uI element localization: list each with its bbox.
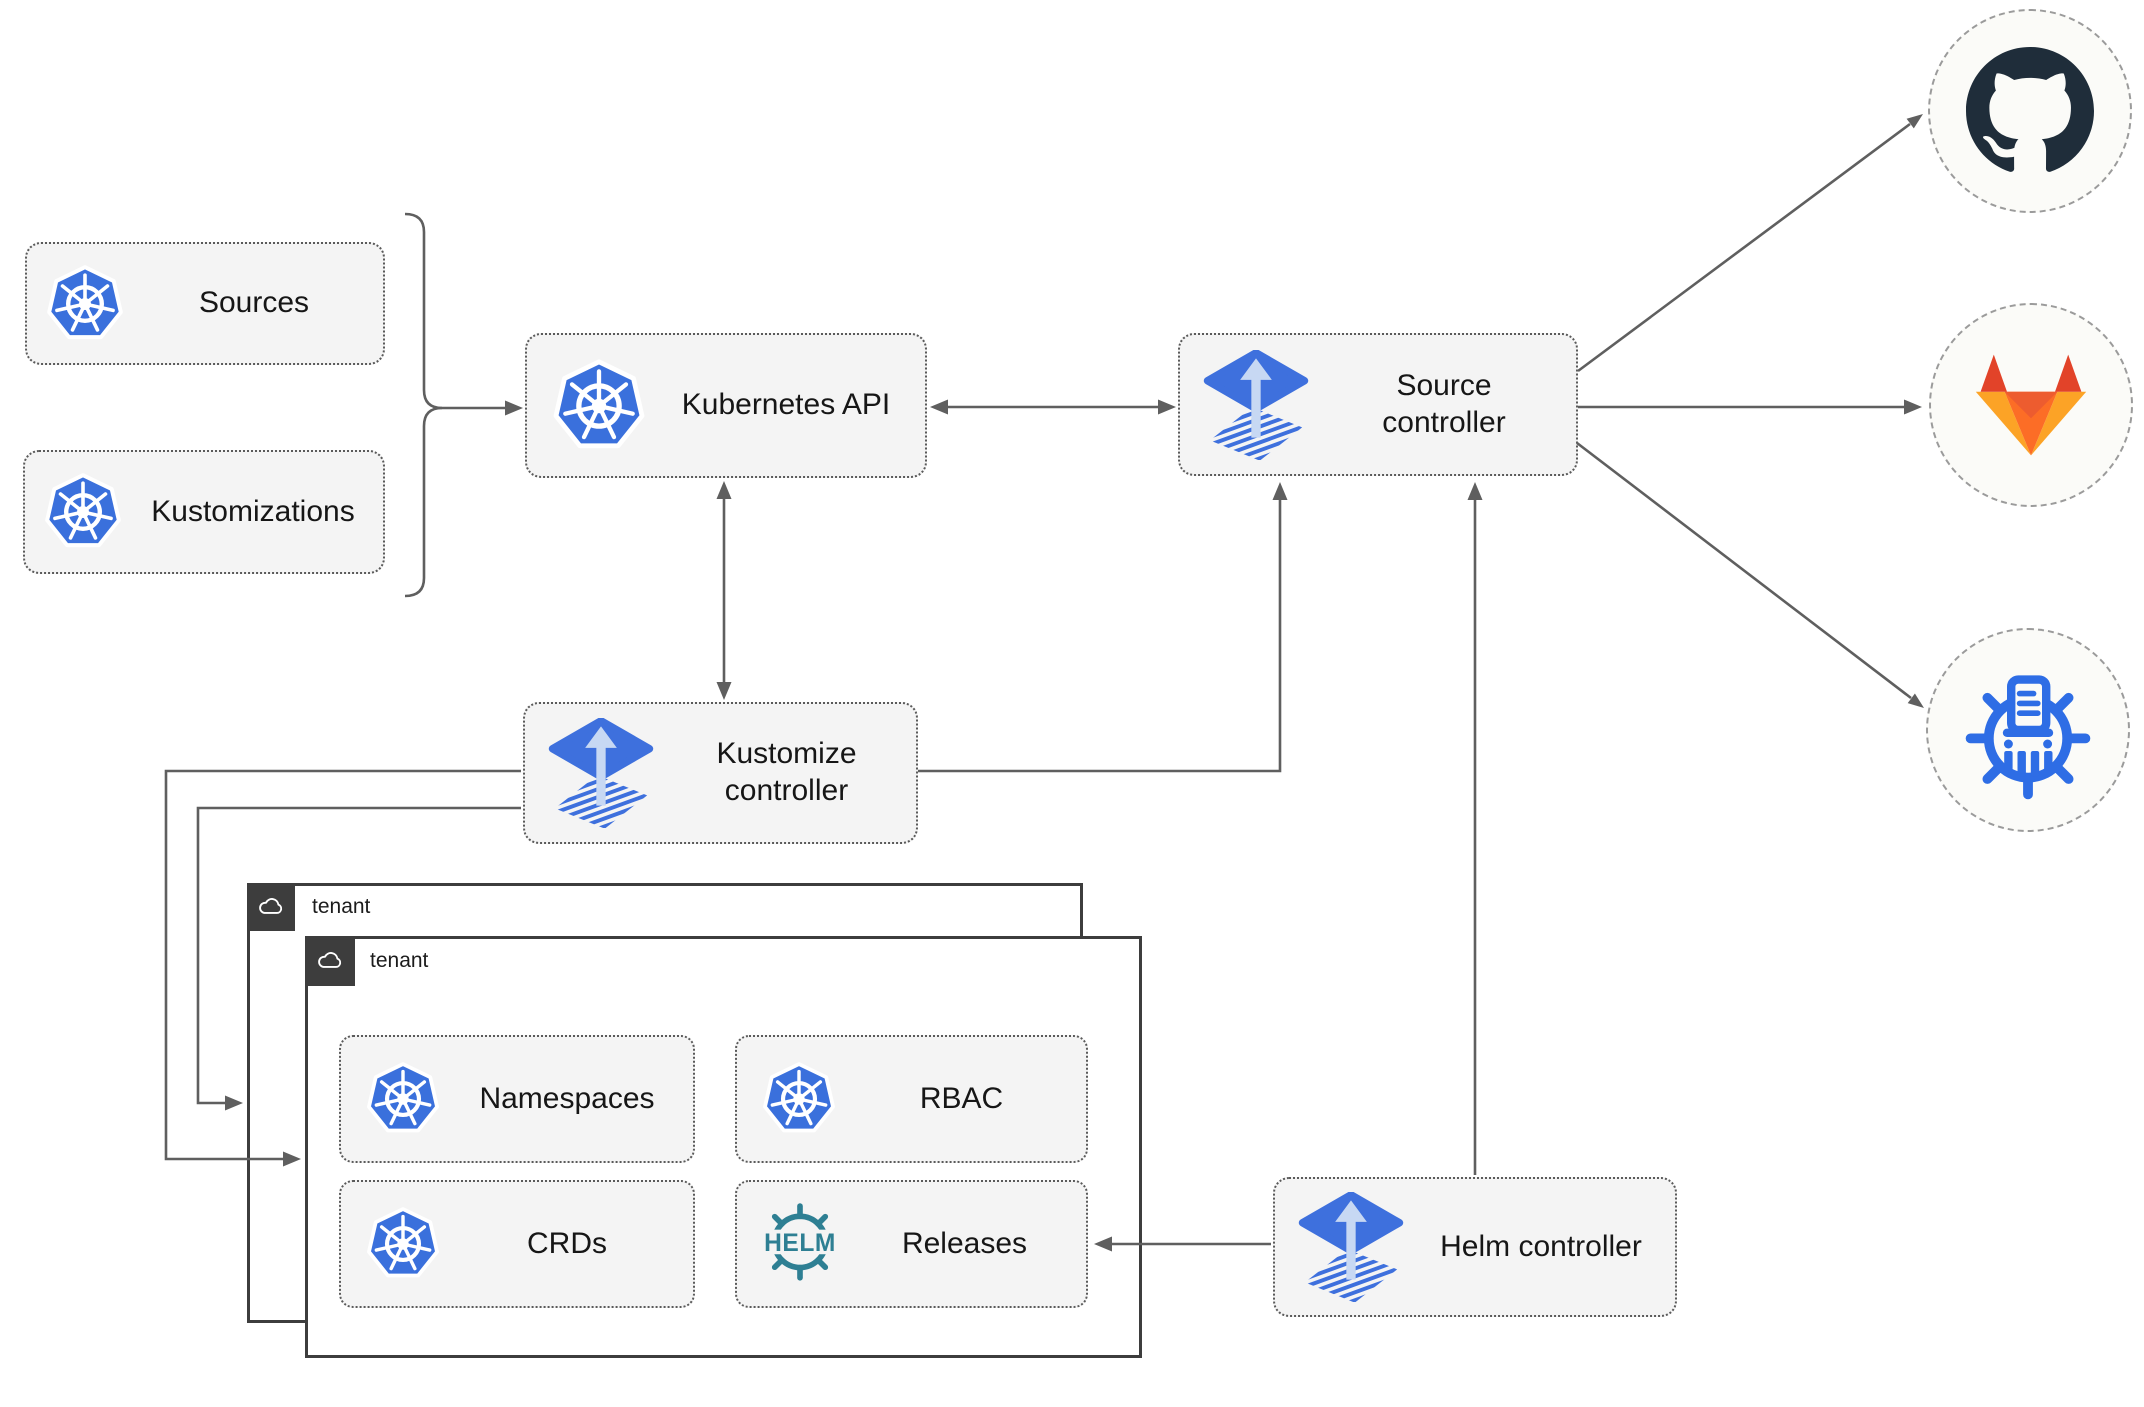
- tenant-front-label: tenant: [370, 949, 429, 972]
- source-controller-label: Source controller: [1382, 368, 1506, 439]
- namespaces-label: Namespaces: [479, 1081, 655, 1115]
- releases-node: HELM Releases: [735, 1180, 1088, 1308]
- chartmuseum-icon: [1965, 675, 2091, 800]
- github-icon: [1966, 47, 2094, 172]
- edge-source-to-chartmuseum: [1576, 441, 1924, 708]
- gitlab-circle: [1929, 303, 2133, 507]
- kubernetes-icon: [761, 1061, 837, 1137]
- kubernetes-icon: [43, 472, 123, 552]
- kustomize-controller-node: Kustomize controller: [523, 702, 918, 844]
- kubernetes-icon: [551, 358, 647, 454]
- rbac-node: RBAC: [735, 1035, 1088, 1163]
- flux-icon: [545, 718, 657, 828]
- flux-icon: [1200, 350, 1312, 460]
- kubernetes-icon: [45, 264, 125, 344]
- kubernetes-api-node: Kubernetes API: [525, 333, 927, 478]
- edge-kustomize-to-source-controller: [918, 482, 1288, 773]
- edge-source-to-github: [1577, 114, 1923, 373]
- tenant-front-header: [305, 936, 355, 986]
- kubernetes-icon: [365, 1061, 441, 1137]
- releases-label: Releases: [901, 1226, 1028, 1260]
- rbac-label: RBAC: [919, 1081, 1004, 1115]
- github-circle: [1928, 9, 2132, 213]
- helm-controller-label: Helm controller: [1440, 1229, 1642, 1263]
- crds-node: CRDs: [339, 1180, 695, 1308]
- cloud-icon: [315, 951, 345, 972]
- tenant-back-label: tenant: [312, 895, 371, 918]
- kustomize-controller-label: Kustomize controller: [716, 737, 857, 807]
- helm-icon: HELM: [757, 1203, 843, 1281]
- kustomizations-label: Kustomizations: [151, 494, 355, 528]
- source-controller-node: Source controller: [1178, 333, 1578, 476]
- tenant-back-header: [247, 883, 295, 931]
- kubernetes-icon: [365, 1206, 441, 1282]
- flux-icon: [1295, 1192, 1407, 1302]
- edge-api-kustomize-controller: [716, 481, 732, 700]
- kubernetes-api-label: Kubernetes API: [681, 388, 891, 422]
- crds-label: CRDs: [527, 1226, 607, 1260]
- edge-brace-to-api: [442, 400, 523, 416]
- edge-api-source-controller: [930, 399, 1176, 415]
- edge-helm-to-source-controller: [1467, 482, 1483, 1175]
- helm-controller-node: Helm controller: [1273, 1177, 1677, 1317]
- sources-label: Sources: [198, 286, 310, 320]
- namespaces-node: Namespaces: [339, 1035, 695, 1163]
- cloud-icon: [256, 897, 286, 918]
- sources-brace: [404, 212, 443, 598]
- sources-node: Sources: [25, 242, 385, 365]
- helm-wordmark: HELM: [764, 1230, 836, 1257]
- chartmuseum-circle: [1926, 628, 2130, 832]
- kustomizations-node: Kustomizations: [23, 450, 385, 574]
- edge-source-to-gitlab: [1578, 399, 1922, 415]
- gitlab-icon: [1975, 354, 2087, 456]
